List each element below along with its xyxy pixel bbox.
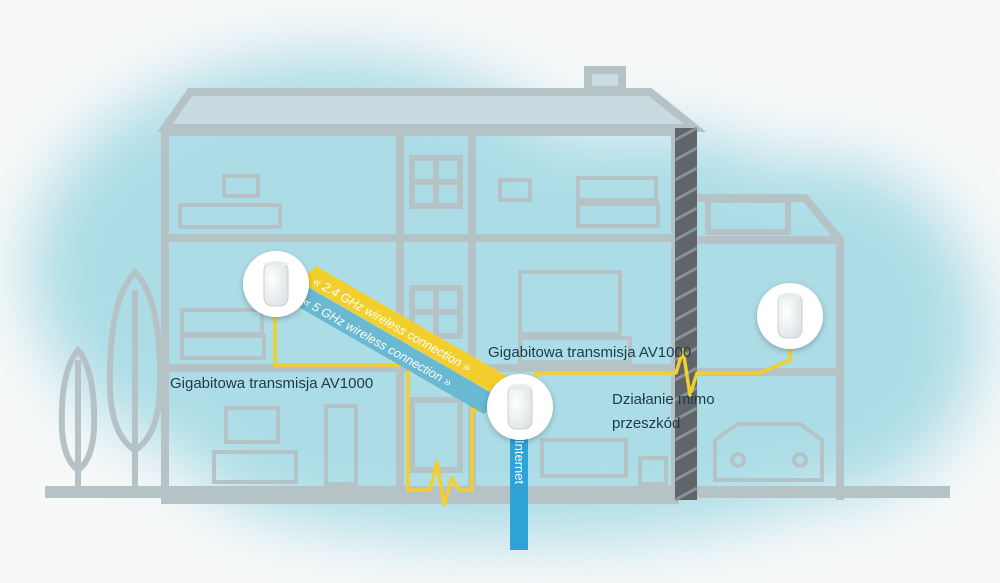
powerline-wires [273,300,792,507]
windows [409,155,791,473]
router-icon [263,261,289,307]
router-icon [507,384,533,430]
wall [674,126,698,502]
band-5ghz [290,286,500,414]
router-icon [777,293,803,339]
internet-label: Internet [512,440,527,484]
furniture [178,174,824,486]
mesh-unit-center[interactable] [487,374,553,440]
trees [58,267,164,486]
obstacle-label-line1: Działanie mimo [612,391,715,408]
mesh-unit-right[interactable] [757,283,823,349]
powerline-label-right: Gigabitowa transmisja AV1000 [488,344,692,361]
internet-line [510,430,528,550]
obstacle-label-line2: przeszkód [612,415,681,432]
powerline-label-left: Gigabitowa transmisja AV1000 [170,375,374,392]
ground [45,486,950,498]
mesh-unit-left[interactable] [243,251,309,317]
band-24ghz [300,266,510,394]
